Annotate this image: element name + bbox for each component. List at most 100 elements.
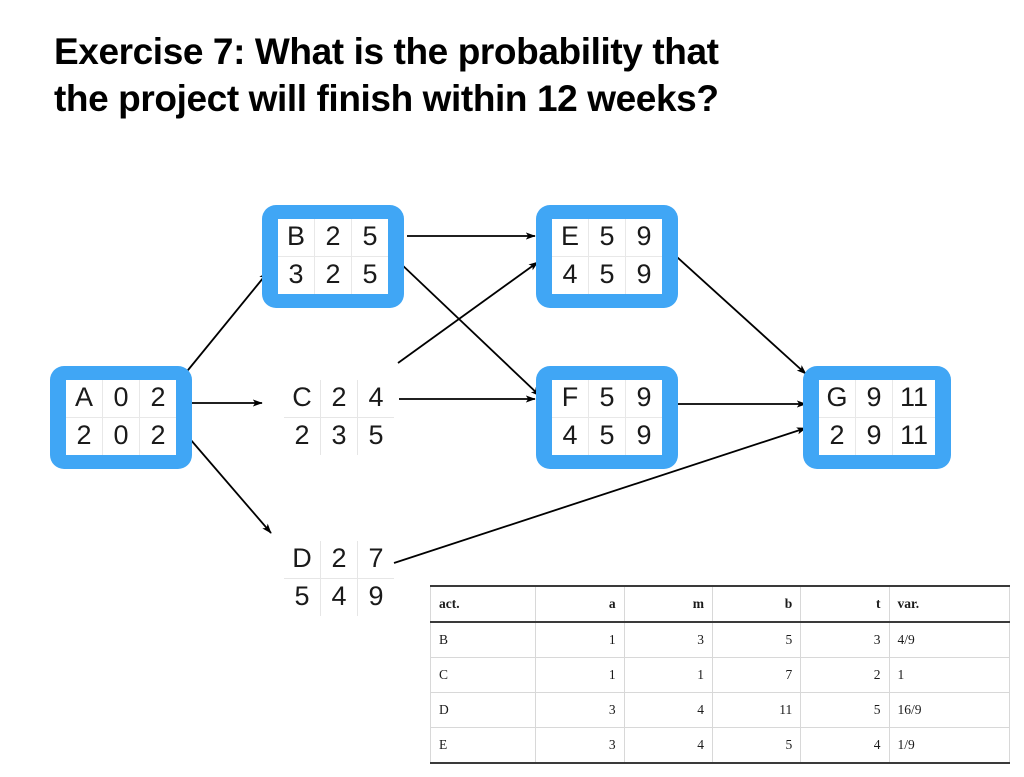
table-cell-m: 3 [623, 621, 713, 658]
node-g-cell-r1c2: 9 [856, 380, 893, 418]
diagram-node-a[interactable]: A 0 2 2 0 2 [50, 366, 192, 469]
node-f-cell-r1c3: 9 [626, 380, 662, 418]
node-g-cell-r1c3: 11 [893, 380, 936, 418]
table-header-act: act. [429, 585, 537, 623]
node-a-cell-r1c1: A [66, 380, 103, 418]
table-cell-t: 3 [800, 621, 890, 658]
node-a-grid: A 0 2 2 0 2 [66, 380, 176, 455]
table-cell-m: 4 [623, 692, 713, 728]
table-cell-m: 4 [623, 727, 713, 764]
table-cell-act: B [429, 621, 537, 658]
table-cell-t: 5 [800, 692, 890, 728]
edge-a-to-b [183, 271, 269, 376]
node-b-cell-r2c3: 5 [362, 259, 378, 289]
node-a-cell-r1c3: 2 [140, 380, 176, 418]
table-cell-t: 4 [800, 727, 890, 764]
table-cell-a: 1 [535, 657, 625, 693]
table-cell-a: 3 [535, 692, 625, 728]
page-title-line-2: the project will finish within 12 weeks? [54, 78, 719, 120]
node-e-cell-r2c3: 9 [636, 259, 652, 289]
page-title-line-1: Exercise 7: What is the probability that [54, 31, 719, 72]
node-e-cell-r2c2: 5 [589, 257, 626, 294]
table-header-b: b [711, 585, 802, 623]
table-cell-var: 16/9 [888, 692, 1011, 728]
node-c-cell-r2c2: 3 [321, 418, 358, 455]
node-g-cell-r2c2: 9 [856, 418, 893, 455]
node-f-cell-r2c2: 5 [589, 418, 626, 455]
table-cell-act: D [429, 692, 537, 728]
table-cell-a: 1 [535, 621, 625, 658]
table-cell-act: E [429, 727, 537, 764]
node-b-cell-r1c1: B [278, 219, 315, 257]
diagram-node-e[interactable]: E 5 9 4 5 9 [536, 205, 678, 308]
node-f-cell-r2c1: 4 [552, 418, 589, 455]
table-header-a: a [535, 585, 625, 623]
node-d-cell-r1c2: 2 [321, 541, 358, 579]
node-e-cell-r2c1: 4 [552, 257, 589, 294]
node-c-cell-r2c1: 2 [284, 418, 321, 455]
node-a-cell-r2c3: 2 [150, 420, 166, 450]
table-header-m: m [623, 585, 713, 623]
table-row: C 1 1 7 2 1 [429, 657, 1011, 693]
node-g-grid: G 9 11 2 9 11 [819, 380, 936, 455]
node-c-cell-r1c1: C [284, 380, 321, 418]
node-g-cell-r2c3: 11 [900, 420, 929, 450]
node-f-cell-r1c2: 5 [589, 380, 626, 418]
table-cell-b: 7 [711, 657, 802, 693]
node-b-grid: B 2 5 3 2 5 [278, 219, 388, 294]
edge-a-to-d [183, 431, 272, 534]
table-cell-b: 11 [711, 692, 802, 728]
node-a-cell-r1c2: 0 [103, 380, 140, 418]
node-a-cell-r2c2: 0 [103, 418, 140, 455]
node-b-cell-r1c2: 2 [315, 219, 352, 257]
node-d-cell-r2c2: 4 [321, 579, 358, 616]
diagram-node-d[interactable]: D 2 7 5 4 9 [268, 527, 410, 630]
node-c-cell-r1c3: 4 [358, 380, 394, 418]
edge-c-to-e [397, 261, 539, 364]
table-header-t: t [800, 585, 890, 623]
node-d-cell-r1c1: D [284, 541, 321, 579]
table-cell-t: 2 [800, 657, 890, 693]
activity-estimates-table: act. a m b t var. B 1 3 5 3 4/9 C 1 1 7 … [429, 585, 1011, 764]
table-cell-b: 5 [711, 727, 802, 764]
node-g-cell-r2c1: 2 [819, 418, 856, 455]
node-e-cell-r1c1: E [552, 219, 589, 257]
node-e-cell-r1c2: 5 [589, 219, 626, 257]
diagram-node-b[interactable]: B 2 5 3 2 5 [262, 205, 404, 308]
node-c-grid: C 2 4 2 3 5 [284, 380, 394, 455]
node-d-cell-r2c3: 9 [368, 581, 384, 611]
edge-b-to-f [398, 261, 541, 397]
node-g-cell-r1c1: G [819, 380, 856, 418]
edge-e-to-g [666, 247, 807, 375]
node-c-cell-r1c2: 2 [321, 380, 358, 418]
table-cell-var: 1/9 [888, 727, 1011, 764]
table-cell-var: 4/9 [888, 621, 1011, 658]
node-e-grid: E 5 9 4 5 9 [552, 219, 662, 294]
node-b-cell-r2c1: 3 [278, 257, 315, 294]
node-a-cell-r2c1: 2 [66, 418, 103, 455]
page-title: Exercise 7: What is the probability that… [54, 28, 814, 123]
table-row: E 3 4 5 4 1/9 [429, 727, 1011, 764]
table-row: D 3 4 11 5 16/9 [429, 692, 1011, 728]
node-f-grid: F 5 9 4 5 9 [552, 380, 662, 455]
diagram-node-g[interactable]: G 9 11 2 9 11 [803, 366, 952, 469]
table-cell-var: 1 [888, 657, 1011, 693]
table-header-row: act. a m b t var. [429, 585, 1011, 623]
node-e-cell-r1c3: 9 [626, 219, 662, 257]
table-header-var: var. [888, 585, 1011, 623]
node-d-cell-r2c1: 5 [284, 579, 321, 616]
table-cell-a: 3 [535, 727, 625, 764]
node-d-grid: D 2 7 5 4 9 [284, 541, 394, 616]
diagram-node-c[interactable]: C 2 4 2 3 5 [268, 366, 410, 469]
node-f-cell-r1c1: F [552, 380, 589, 418]
diagram-node-f[interactable]: F 5 9 4 5 9 [536, 366, 678, 469]
node-c-cell-r2c3: 5 [368, 420, 384, 450]
node-b-cell-r1c3: 5 [352, 219, 388, 257]
table-cell-b: 5 [711, 621, 802, 658]
table-row: B 1 3 5 3 4/9 [429, 621, 1011, 658]
node-f-cell-r2c3: 9 [636, 420, 652, 450]
node-d-cell-r1c3: 7 [358, 541, 394, 579]
table-cell-m: 1 [623, 657, 713, 693]
node-b-cell-r2c2: 2 [315, 257, 352, 294]
table-cell-act: C [429, 657, 537, 693]
